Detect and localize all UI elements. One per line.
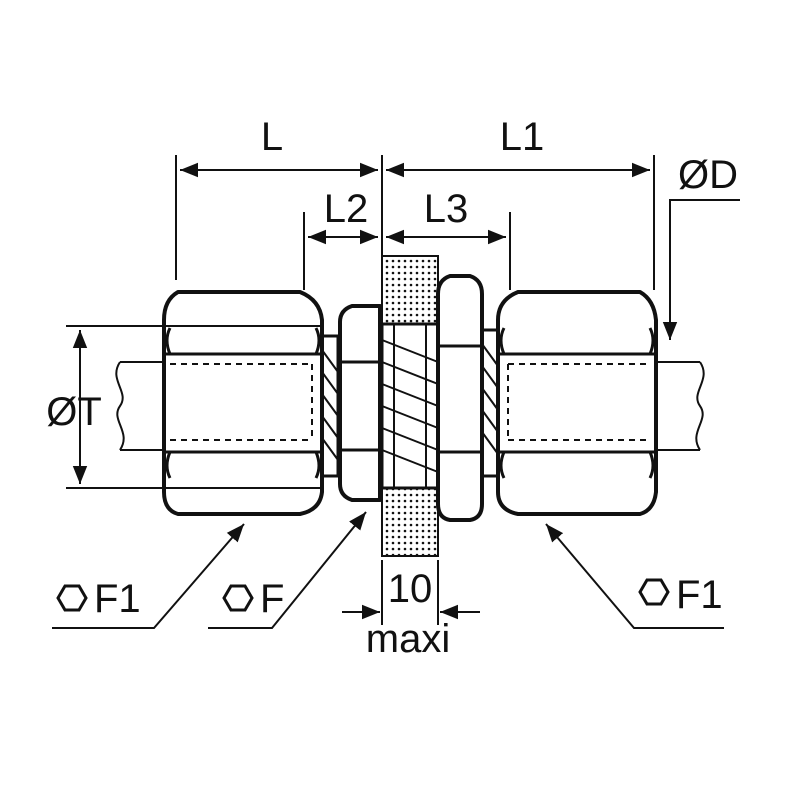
dimension-D: ØD: [662, 153, 740, 340]
left-tube: [115, 361, 168, 451]
panel-wall: [381, 255, 439, 557]
right-tube: [655, 361, 705, 451]
label-L1: L1: [500, 115, 545, 159]
label-wall-thickness: 10: [388, 567, 433, 611]
label-T: ØT: [46, 390, 102, 434]
label-L3: L3: [424, 187, 469, 231]
label-center-F: F: [260, 577, 284, 621]
dimension-L1: L1: [386, 115, 655, 290]
dimension-T: ØT: [46, 325, 322, 489]
center-body-hex: [338, 304, 382, 502]
center-thread: [380, 322, 440, 490]
left-thread: [320, 334, 340, 478]
label-wall-note: maxi: [366, 617, 450, 661]
label-left-F1: F1: [94, 577, 141, 621]
right-thread: [480, 328, 500, 478]
dimension-wall: 10 maxi: [342, 560, 480, 661]
hexagon-icon: [56, 584, 88, 612]
dimension-L2: L2: [303, 187, 378, 290]
lock-nut: [436, 274, 484, 522]
dimension-L: L: [175, 115, 383, 280]
leader-center-F: F: [208, 511, 367, 629]
leader-right-F1: F1: [545, 523, 724, 629]
right-nut: [496, 290, 658, 516]
leader-left-F1: F1: [52, 523, 245, 629]
dimension-L3: L3: [386, 187, 511, 290]
label-right-F1: F1: [676, 573, 723, 617]
label-L: L: [261, 115, 283, 159]
label-L2: L2: [324, 187, 369, 231]
hexagon-icon: [222, 584, 254, 612]
left-nut: [162, 290, 324, 516]
label-D: ØD: [678, 153, 738, 197]
hexagon-icon: [638, 578, 670, 606]
